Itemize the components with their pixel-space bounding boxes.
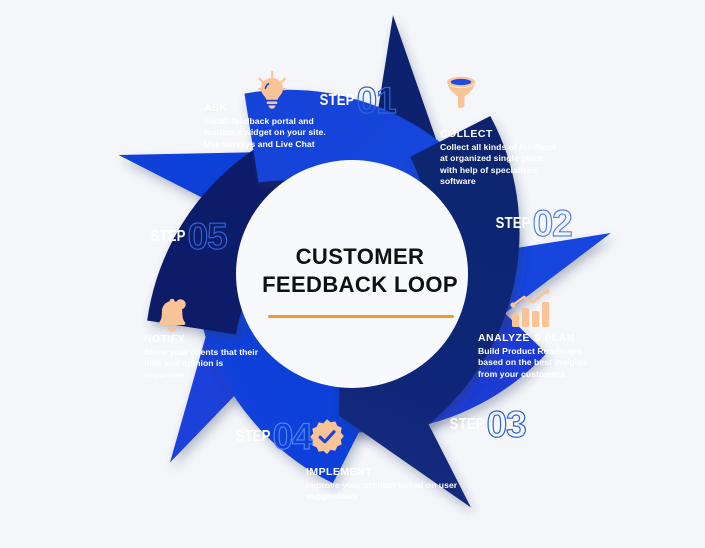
step-heading-05: NOTIFY (144, 333, 186, 345)
step-body-03: Build Product Roadmaps based on the best… (478, 346, 588, 379)
step-number-02: 02 (532, 203, 573, 244)
step-word-05: STEP (150, 227, 186, 245)
bar-chart-icon (506, 288, 554, 335)
step-label-03: STEP 03 (442, 404, 528, 445)
center-title-line-1: CUSTOMER (295, 244, 425, 269)
step-number-01: 01 (356, 80, 397, 121)
step-body-05: Show your clients that their time and op… (144, 347, 259, 380)
text-block-step-03: ANALYZE & PLAN Build Product Roadmaps ba… (478, 332, 600, 380)
center-title-underline (268, 315, 454, 318)
step-number-05: 05 (187, 216, 228, 257)
text-block-step-05: NOTIFY Show your clients that their time… (144, 333, 262, 381)
step-word-03: STEP (449, 415, 485, 433)
step-label-02: STEP 02 (488, 203, 574, 244)
step-heading-03: ANALYZE & PLAN (478, 332, 575, 344)
step-label-04: STEP 04 (228, 416, 314, 457)
step-number-03: 03 (486, 404, 527, 445)
step-heading-02: COLLECT (440, 128, 493, 140)
text-block-step-02: COLLECT Collect all kinds of feedback at… (440, 128, 558, 188)
bell-icon (150, 296, 192, 343)
step-body-04: Improve your product based on user sugge… (306, 480, 458, 502)
center-title-line-2: FEEDBACK LOOP (262, 272, 458, 298)
text-block-step-01: ASK Install feedback portal and feedback… (204, 102, 326, 150)
step-label-01: STEP 01 (312, 80, 398, 121)
center-hub (236, 160, 468, 388)
step-body-02: Collect all kinds of feedback at organiz… (440, 142, 558, 187)
step-word-02: STEP (495, 214, 531, 232)
step-heading-01: ASK (204, 102, 228, 114)
step-label-05: STEP 05 (143, 216, 229, 257)
step-body-01: Install feedback portal and feedback wid… (204, 116, 326, 149)
text-block-step-04: IMPLEMENT Improve your product based on … (306, 466, 466, 503)
funnel-icon (440, 72, 482, 121)
step-number-04: 04 (272, 416, 313, 457)
lightbulb-icon (248, 67, 296, 120)
center-title: CUSTOMER FEEDBACK LOOP (230, 243, 490, 299)
verified-check-icon (307, 417, 347, 462)
step-word-01: STEP (319, 91, 355, 109)
step-heading-04: IMPLEMENT (306, 466, 372, 478)
step-word-04: STEP (235, 427, 271, 445)
